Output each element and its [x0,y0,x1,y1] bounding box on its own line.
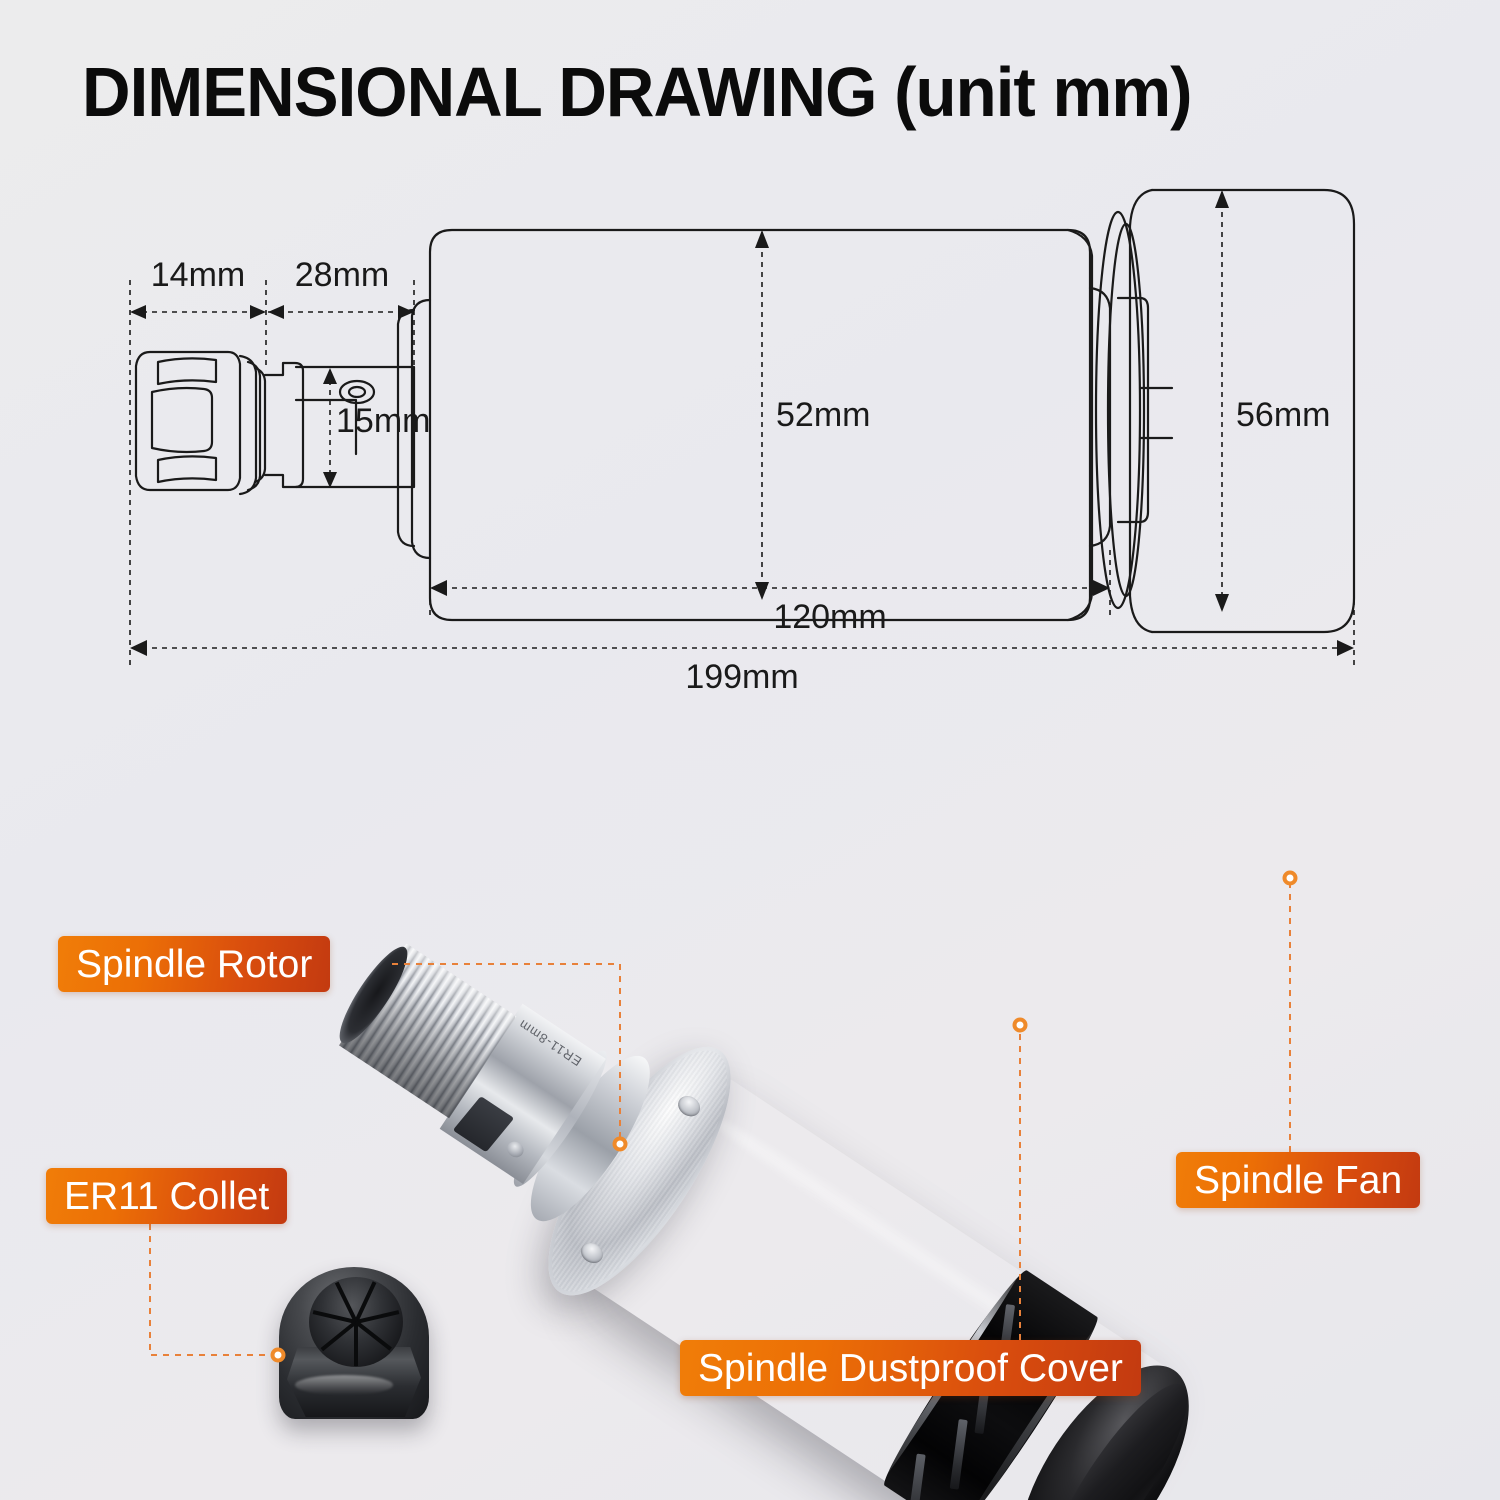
collet-highlight [295,1375,393,1395]
collet-taper-inner [309,1277,403,1367]
drawing-shaft [263,361,416,489]
fan-blade [949,1419,968,1490]
callout-spindle-rotor: Spindle Rotor [58,936,331,992]
callout-er11-collet: ER11 Collet [46,1168,288,1224]
callout-spindle-dustproof-cover: Spindle Dustproof Cover [680,1340,1141,1396]
dimension-28mm: 28mm [295,256,389,294]
fan-blade [907,1453,926,1500]
page-title: DIMENSIONAL DRAWING (unit mm) [82,53,1193,131]
drawing-rear-flange [1088,210,1174,610]
dimension-15mm: 15mm [336,402,430,440]
drawing-motor-body [428,228,1094,622]
er11-collet-part [265,1255,445,1440]
drawing-fan-cover [1128,188,1356,634]
dimension-120mm: 120mm [773,598,886,636]
dimension-14mm: 14mm [151,256,245,294]
collet-slot [354,1320,392,1351]
dimension-199mm: 199mm [685,658,798,696]
collet-slot [354,1322,358,1366]
dimensional-line-drawing: 14mm 28mm 15mm 52mm 56mm 120mm 199mm [129,188,1356,696]
drawing-collet-nut [134,350,267,496]
dimension-52mm: 52mm [776,396,870,434]
dimension-56mm: 56mm [1236,396,1330,434]
callout-spindle-fan: Spindle Fan [1176,1152,1421,1208]
collet-slot [320,1320,358,1352]
